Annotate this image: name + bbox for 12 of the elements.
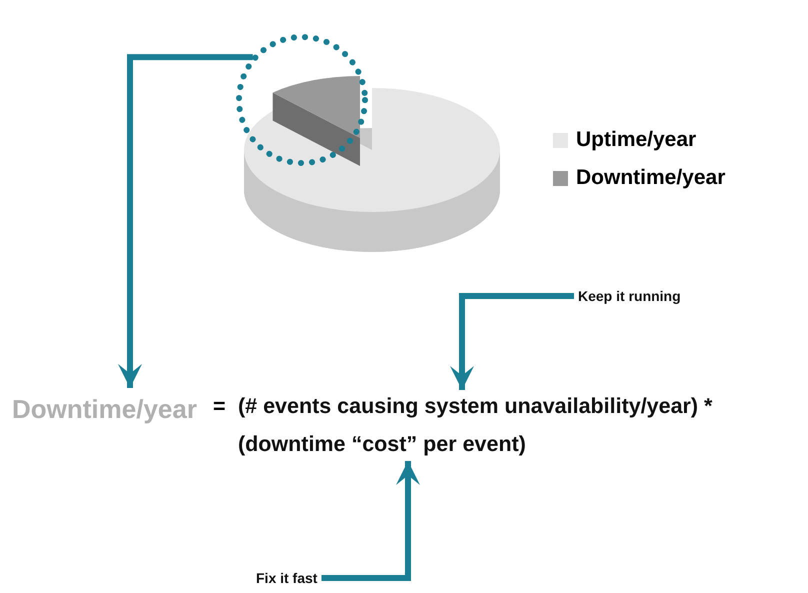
legend-label: Downtime/year (576, 166, 726, 190)
annotation-text: Keep it running (578, 288, 681, 304)
dotted-circle (235, 33, 369, 167)
equals-sign: = (213, 394, 226, 419)
formula-text: (downtime “cost” per event) (238, 432, 526, 457)
arrow (118, 54, 253, 388)
legend-label: Uptime/year (576, 128, 696, 152)
formula-term: Downtime/year (12, 394, 197, 425)
arrow (450, 293, 574, 390)
formula-text: (# events causing system unavailability/year) * (238, 394, 712, 419)
arrow (321, 461, 420, 581)
annotation-text: Fix it fast (256, 570, 318, 586)
